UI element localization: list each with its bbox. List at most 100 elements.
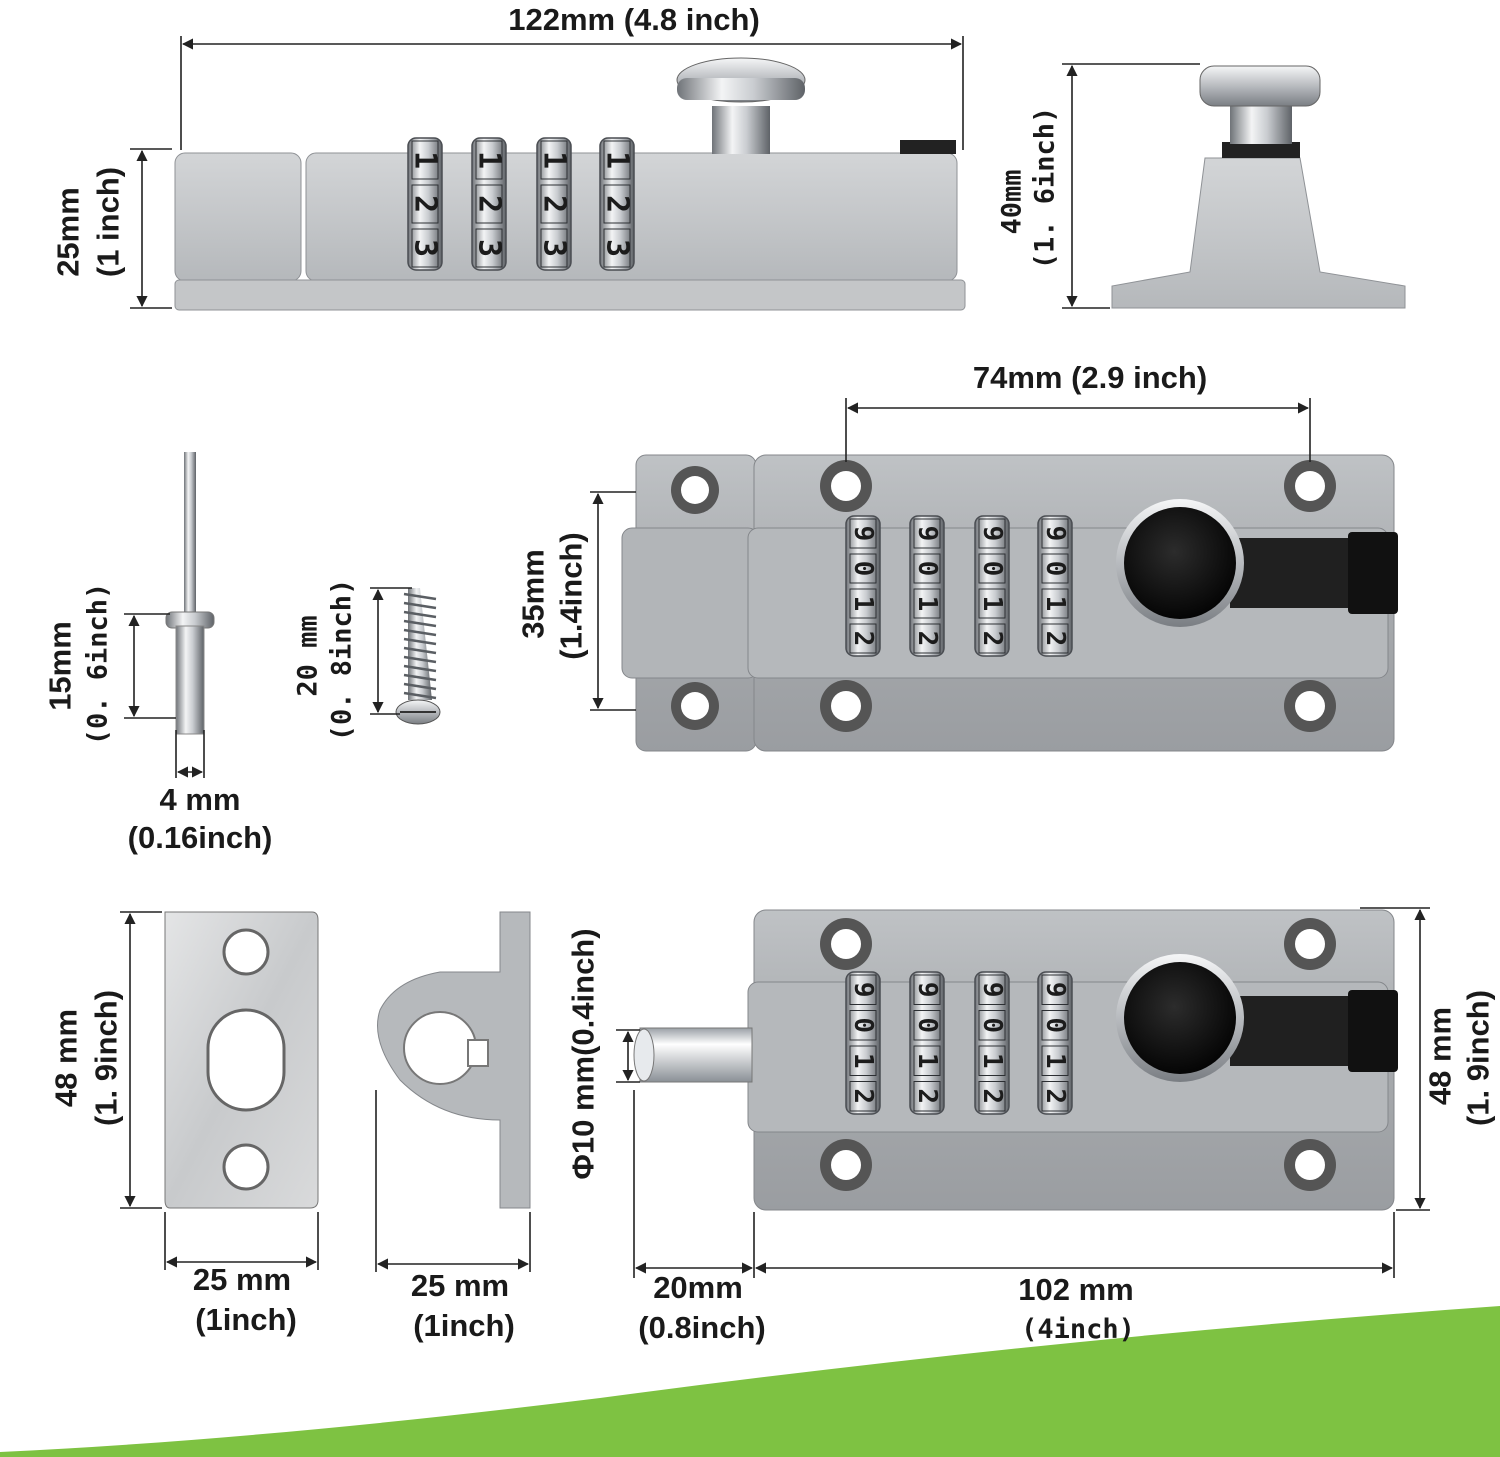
dial-digit: 1 xyxy=(977,596,1007,612)
lock-height-in-label: (1. 9inch) xyxy=(1460,989,1496,1127)
mount-holes xyxy=(671,460,1336,732)
strike-plate-slot xyxy=(206,1008,286,1112)
knob-stem xyxy=(712,106,770,154)
keeper-width-in-label: (1inch) xyxy=(413,1308,515,1343)
keeper xyxy=(377,911,531,1209)
plate-height-mm-label: 48 mm xyxy=(48,1008,84,1108)
dimension-lines xyxy=(120,36,1430,1278)
dial-wheel: 1 2 3 xyxy=(599,137,635,271)
dial-digit: 2 xyxy=(472,195,507,213)
dial-digit: 9 xyxy=(912,526,942,542)
dial-wheel: 9 0 1 2 xyxy=(909,515,945,657)
dial-digit: 2 xyxy=(848,631,878,647)
mid-height-in-label: (1.4inch) xyxy=(553,532,589,660)
dial-digit: 2 xyxy=(912,1088,942,1104)
dial-digit: 1 xyxy=(1040,1053,1070,1069)
dial-digit: 2 xyxy=(977,1088,1007,1104)
dial-digit: 1 xyxy=(977,1053,1007,1069)
dial-digit: 0 xyxy=(1040,561,1070,577)
end-view-collar xyxy=(1222,142,1300,158)
dial-digit: 2 xyxy=(1040,631,1070,647)
green-swoosh xyxy=(0,1306,1500,1457)
rivet-body xyxy=(175,625,205,735)
dial-digit: 2 xyxy=(1040,1088,1070,1104)
end-view-knob-cap xyxy=(1199,65,1321,107)
dial-digit: 0 xyxy=(1040,1017,1070,1033)
rivet-mandrel xyxy=(184,452,196,620)
bolt-diameter-label: Φ10 mm(0.4inch) xyxy=(565,928,601,1180)
dial-wheel: 9 0 1 2 xyxy=(974,515,1010,657)
bolt-extend-mm-label: 20mm xyxy=(653,1270,743,1305)
dial-digit: 1 xyxy=(408,151,443,169)
rivet xyxy=(165,452,215,735)
dial-digit: 9 xyxy=(1040,526,1070,542)
strike-plate xyxy=(164,911,319,1209)
bolt-block xyxy=(621,527,759,679)
slide-tab xyxy=(900,140,956,154)
dial-digit: 9 xyxy=(977,526,1007,542)
dial-digit: 2 xyxy=(912,631,942,647)
dial-digit: 1 xyxy=(912,596,942,612)
bottom-mount-holes xyxy=(820,918,1336,1191)
dial-digit: 9 xyxy=(848,982,878,998)
dial-wheel: 9 0 1 2 xyxy=(845,515,881,657)
dial-digit: 0 xyxy=(912,1017,942,1033)
bolt-extend-in-label: (0.8inch) xyxy=(638,1310,766,1345)
base-plate xyxy=(174,279,966,311)
mid-height-mm-label: 35mm xyxy=(515,549,551,639)
lock-height-mm-label: 48 mm xyxy=(1422,1006,1458,1106)
dial-digit: 0 xyxy=(977,561,1007,577)
top-length-label: 122mm (4.8 inch) xyxy=(508,2,760,37)
plate-width-in-label: (1inch) xyxy=(195,1302,297,1337)
front-view: 9 0 1 2 9 0 1 2 9 0 1 2 9 0 1 2 xyxy=(621,454,1398,752)
dial-digit: 0 xyxy=(912,561,942,577)
end-view-knob-stem xyxy=(1230,104,1292,144)
dial-digit: 9 xyxy=(1040,982,1070,998)
plate-width-mm-label: 25 mm xyxy=(192,1262,292,1297)
dial-digit: 1 xyxy=(848,596,878,612)
screw-length-in-label: (0. 8inch) xyxy=(326,578,358,742)
dial-digit: 0 xyxy=(848,561,878,577)
slider-bar xyxy=(1230,538,1350,608)
bolt-housing-end xyxy=(174,152,302,282)
dial-digit: 9 xyxy=(848,526,878,542)
dial-digit: 2 xyxy=(848,1088,878,1104)
end-view-body xyxy=(1111,157,1406,309)
screw-shank xyxy=(408,588,432,700)
dial-digit: 3 xyxy=(472,239,507,257)
dial-digit: 1 xyxy=(537,151,572,169)
screw xyxy=(395,588,441,725)
mid-width-label: 74mm (2.9 inch) xyxy=(972,360,1208,395)
dial-digit: 1 xyxy=(600,151,635,169)
dial-digit: 2 xyxy=(977,631,1007,647)
bottom-knob-button xyxy=(1124,962,1236,1074)
keeper-width-mm-label: 25 mm xyxy=(410,1268,510,1303)
dial-digit: 1 xyxy=(912,1053,942,1069)
dial-digit: 1 xyxy=(472,151,507,169)
dial-digit: 1 xyxy=(1040,596,1070,612)
rivet-dia-in-label: (0.16inch) xyxy=(127,820,273,855)
dial-wheel: 9 0 1 2 xyxy=(1037,971,1073,1115)
dial-wheel: 123 xyxy=(536,137,572,271)
combination-dials-front: 9 0 1 2 9 0 1 2 9 0 1 2 9 0 1 2 xyxy=(845,515,1073,657)
dial-digit: 0 xyxy=(977,1017,1007,1033)
screw-length-mm-label: 20 mm xyxy=(292,615,324,697)
top-height-in-label: (1 inch) xyxy=(90,166,126,278)
knob-cap-rim xyxy=(677,78,805,100)
plate-height-in-label: (1. 9inch) xyxy=(88,989,124,1127)
dial-digit: 2 xyxy=(600,195,635,213)
knob-button xyxy=(1124,507,1236,619)
dial-digit: 3 xyxy=(600,239,635,257)
rivet-length-mm-label: 15mm xyxy=(42,621,78,711)
dial-wheel: 123 xyxy=(407,137,443,271)
dial-wheel: 9 0 1 2 xyxy=(1037,515,1073,657)
